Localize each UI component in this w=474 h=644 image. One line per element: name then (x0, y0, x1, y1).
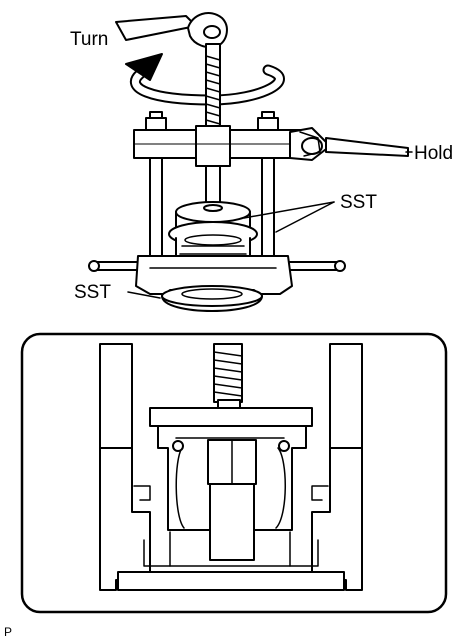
crossbar (133, 125, 303, 167)
hold-wrench (289, 127, 409, 161)
label-hold: Hold (414, 143, 453, 164)
leader-lines (127, 151, 413, 299)
label-turn: Turn (70, 29, 108, 50)
label-sst-lower: SST (74, 282, 111, 303)
detail-panel (20, 332, 448, 614)
sst-lower-dish (161, 285, 263, 312)
upper-illustration (88, 12, 413, 312)
turn-arrow (125, 53, 285, 106)
label-sst-upper: SST (340, 192, 377, 213)
figure-code: P (4, 625, 12, 639)
turn-wrench (115, 12, 228, 49)
base-bracket (88, 255, 346, 295)
